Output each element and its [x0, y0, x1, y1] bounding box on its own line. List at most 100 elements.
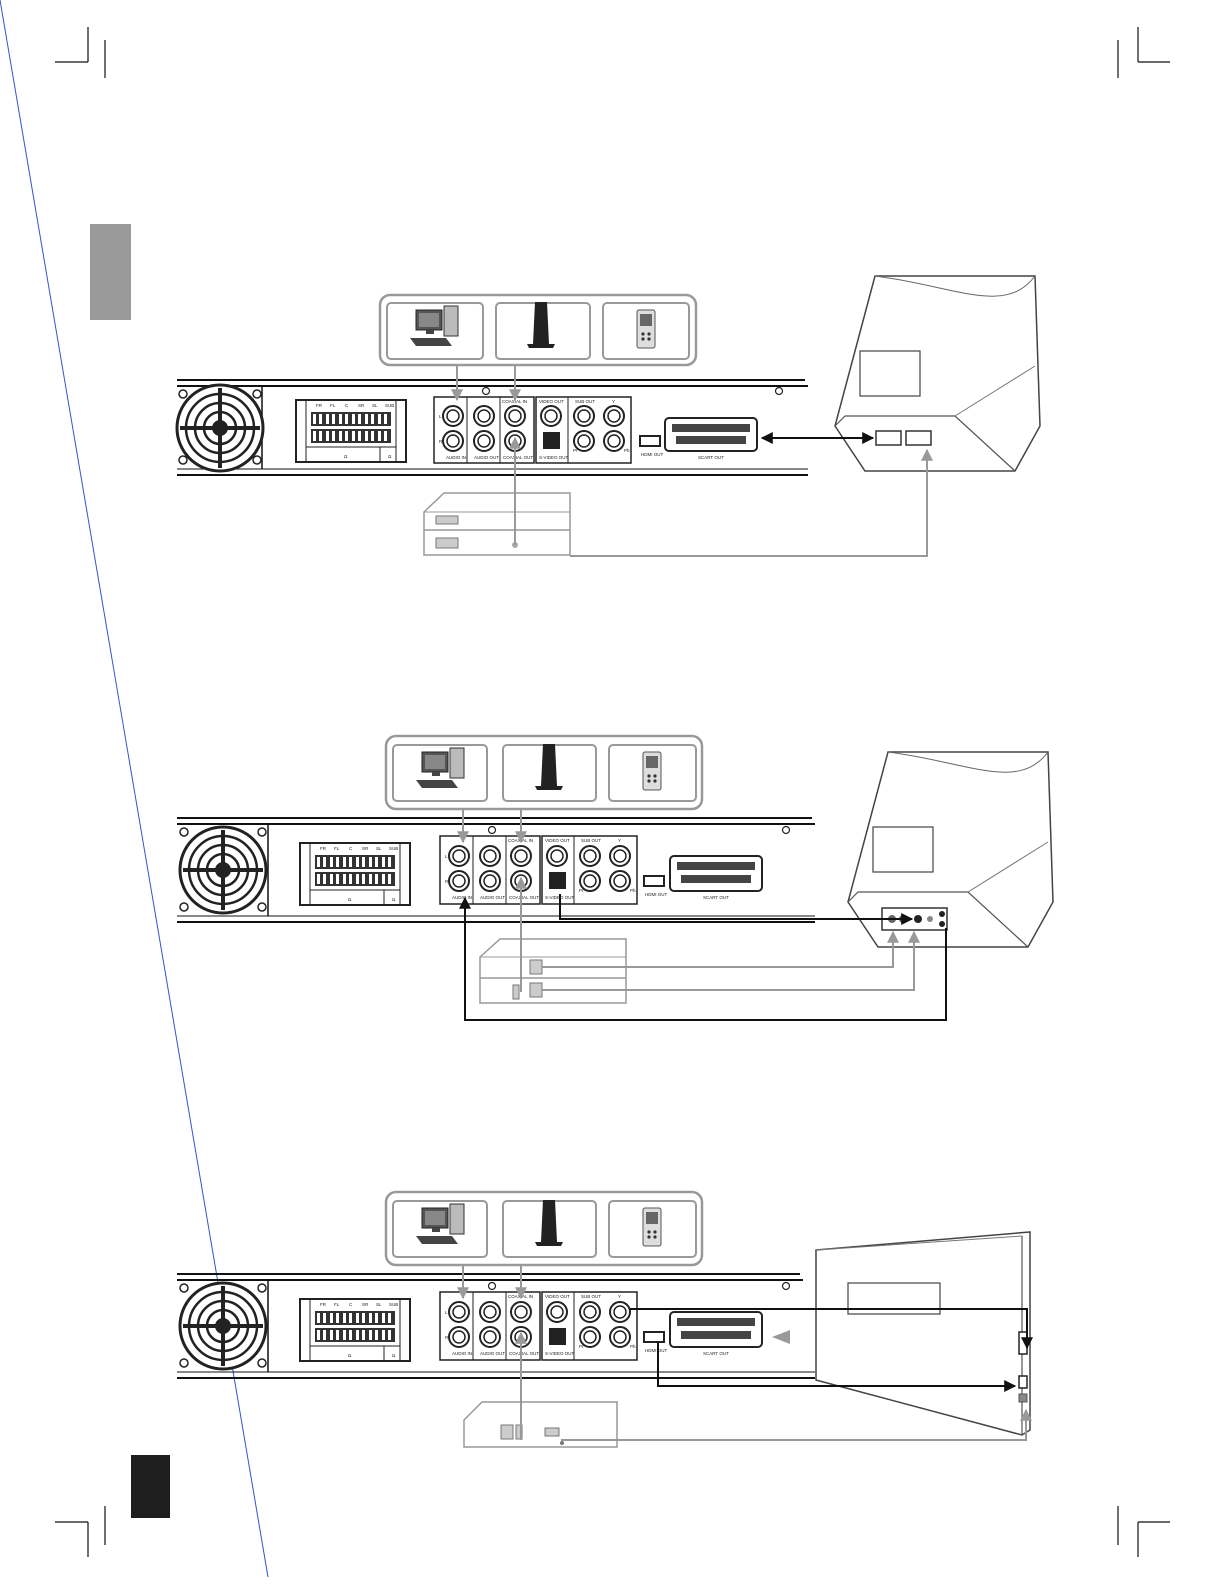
video-out-jack[interactable] [546, 845, 568, 867]
y-jack[interactable] [603, 405, 625, 427]
speaker-label-fr: FR [316, 403, 323, 408]
speaker-label-c: C [345, 403, 349, 408]
scart-out-jack[interactable] [664, 417, 758, 452]
cooling-fan-icon [175, 383, 265, 473]
speaker-label-sub: SUB [385, 403, 394, 408]
y-jack[interactable] [609, 845, 631, 867]
coaxial-in-label: COAXIAL IN [502, 399, 527, 404]
connection-lines [457, 1265, 1033, 1441]
audio-in-r-jack[interactable] [442, 430, 464, 452]
speaker-label-c: C [349, 1302, 353, 1307]
l-label: L [445, 854, 448, 859]
set-top-box-icon [479, 938, 627, 1004]
sub-out-jack[interactable] [573, 405, 595, 427]
hdmi-out-label: HDMI OUT [645, 892, 667, 897]
audio-out-l-jack[interactable] [473, 405, 495, 427]
coaxial-out-label: COAXIAL OUT [503, 455, 533, 460]
pb-jack[interactable] [609, 870, 631, 892]
audio-in-l-jack[interactable] [448, 1301, 470, 1323]
video-out-label: VIDEO OUT [539, 399, 564, 404]
sub-ohm-label: Ω [392, 897, 396, 902]
coaxial-in-jack[interactable] [510, 1301, 532, 1323]
pb-label: Pb [630, 1344, 636, 1349]
audio-out-label: AUDIO OUT [480, 1351, 505, 1356]
sub-out-jack[interactable] [579, 845, 601, 867]
sub-ohm-label: Ω [388, 454, 392, 459]
speaker-label-sr: SR [362, 846, 369, 851]
svideo-out-jack[interactable] [543, 432, 560, 449]
mp3-player-icon [642, 751, 662, 791]
coaxial-in-jack[interactable] [510, 845, 532, 867]
speaker-label-fr: FR [320, 846, 327, 851]
video-out-label: VIDEO OUT [545, 1294, 570, 1299]
y-label: Y [618, 1294, 621, 1299]
sub-out-label: SUB OUT [581, 1294, 601, 1299]
mp3-player-icon [636, 309, 656, 349]
scart-out-jack[interactable] [669, 855, 763, 892]
video-out-label: VIDEO OUT [545, 838, 570, 843]
audio-out-r-jack[interactable] [479, 870, 501, 892]
flat-tv-icon [815, 1231, 1031, 1436]
video-out-jack[interactable] [546, 1301, 568, 1323]
svideo-out-jack[interactable] [549, 872, 566, 889]
audio-in-l-jack[interactable] [442, 405, 464, 427]
tv-av-socket [905, 430, 932, 446]
pb-label: Pb [630, 888, 636, 893]
set-top-box-icon [463, 1401, 618, 1448]
hdmi-out-jack[interactable] [643, 1331, 665, 1343]
speaker-label-c: C [349, 846, 353, 851]
scart-out-jack[interactable] [669, 1311, 763, 1348]
y-label: Y [618, 838, 621, 843]
audio-out-r-jack[interactable] [479, 1326, 501, 1348]
diagram-svideo-connection: FR FL C SR SL SUB Ω Ω L R AUDIO IN [177, 734, 1054, 1021]
diagram-scart-connection: FR FL C SR SL SUB Ω Ω L R AUDIO IN [175, 275, 1041, 557]
audio-out-l-jack[interactable] [479, 845, 501, 867]
rear-panel: FR FL C SR SL SUB Ω Ω L R AUDIO IN [175, 379, 808, 476]
coaxial-out-label: COAXIAL OUT [509, 1351, 539, 1356]
speaker-label-fl: FL [334, 846, 340, 851]
r-label: R [445, 1335, 449, 1340]
audio-in-label: AUDIO IN [452, 1351, 472, 1356]
speaker-ohm-label: Ω [348, 897, 352, 902]
language-tab [90, 224, 131, 320]
l-label: L [439, 414, 442, 419]
speaker-ohm-label: Ω [344, 454, 348, 459]
pr-label: Pr [573, 448, 578, 453]
hdmi-out-jack[interactable] [643, 875, 665, 887]
sub-out-label: SUB OUT [581, 838, 601, 843]
rear-panel: FR FL C SR SL SUB Ω Ω L R AUDIO IN [177, 1273, 815, 1379]
y-jack[interactable] [609, 1301, 631, 1323]
crt-tv-icon [847, 751, 1054, 948]
speaker-label-sub: SUB [389, 1302, 398, 1307]
audio-out-label: AUDIO OUT [480, 895, 505, 900]
audio-in-l-jack[interactable] [448, 845, 470, 867]
video-out-jack[interactable] [540, 405, 562, 427]
speaker-ohm-label: Ω [348, 1353, 352, 1358]
sub-out-label: SUB OUT [575, 399, 595, 404]
cooling-fan-icon [178, 1281, 268, 1371]
audio-out-l-jack[interactable] [479, 1301, 501, 1323]
coaxial-out-label: COAXIAL OUT [509, 895, 539, 900]
y-label: Y [612, 399, 615, 404]
mp3-player-icon [642, 1207, 662, 1247]
connection-lines [451, 365, 933, 557]
hdmi-out-jack[interactable] [639, 435, 661, 447]
coaxial-in-jack[interactable] [504, 405, 526, 427]
pb-label: Pb [624, 448, 630, 453]
speaker-label-sl: SL [372, 403, 378, 408]
crt-tv-icon [834, 275, 1041, 472]
audio-in-r-jack[interactable] [448, 870, 470, 892]
audio-out-r-jack[interactable] [473, 430, 495, 452]
audio-in-r-jack[interactable] [448, 1326, 470, 1348]
svideo-out-jack[interactable] [549, 1328, 566, 1345]
pb-jack[interactable] [603, 430, 625, 452]
sub-out-jack[interactable] [579, 1301, 601, 1323]
pb-jack[interactable] [609, 1326, 631, 1348]
connection-lines [457, 809, 947, 1021]
pr-label: Pr [579, 1344, 584, 1349]
speaker-label-fl: FL [330, 403, 336, 408]
speaker-label-sr: SR [362, 1302, 369, 1307]
svideo-out-label: S-VIDEO OUT [545, 1351, 575, 1356]
crop-marks [55, 27, 1170, 1557]
